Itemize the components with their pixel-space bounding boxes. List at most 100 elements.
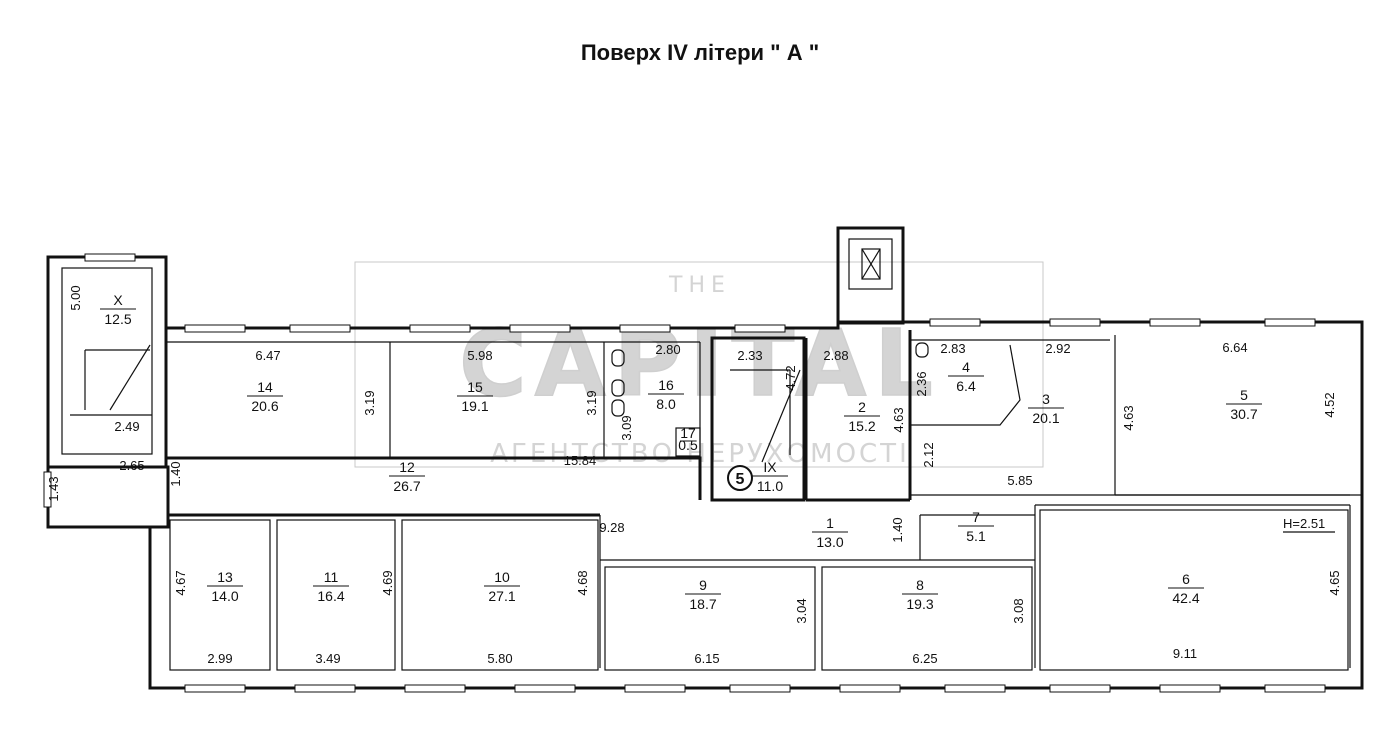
dimension-label: 4.69 [380, 570, 395, 595]
dimension-label: 4.52 [1322, 392, 1337, 417]
room-number: 13 [217, 569, 233, 585]
sanitary-fixtures [611, 342, 929, 417]
room-13: 13 14.0 [207, 569, 243, 604]
watermark-line1: THE [668, 273, 731, 298]
room-12: 12 26.7 [389, 459, 425, 494]
room-6: 642.4 [1168, 571, 1204, 606]
dimension-label: 2.99 [207, 651, 232, 666]
room-area: 26.7 [393, 478, 420, 494]
room-15: 15 19.1 [457, 379, 493, 414]
room-10: 10 27.1 [484, 569, 520, 604]
room-7: 75.1 [958, 509, 994, 544]
room-number: 15 [467, 379, 483, 395]
room-area: 14.0 [211, 588, 238, 604]
room-9: 918.7 [685, 577, 721, 612]
room-area: 11.0 [757, 478, 783, 494]
room-area: 15.2 [848, 418, 875, 434]
room-11: 11 16.4 [313, 569, 349, 604]
room-number: 3 [1042, 391, 1050, 407]
room-number: X [113, 292, 123, 308]
room-number: 1 [826, 515, 834, 531]
room-area: 13.0 [816, 534, 843, 550]
room-2: 215.2 [844, 399, 880, 434]
room-area: 12.5 [104, 311, 131, 327]
dimension-labels: 5.002.492.651.431.406.473.195.983.192.80… [46, 285, 1342, 666]
dimension-label: 2.92 [1045, 341, 1070, 356]
dimension-label: 4.67 [173, 570, 188, 595]
dimension-label: 2.33 [737, 348, 762, 363]
dimension-label: 3.19 [584, 390, 599, 415]
dimension-label: 3.19 [362, 390, 377, 415]
dimension-label: 2.88 [823, 348, 848, 363]
room-area: 27.1 [488, 588, 515, 604]
dimension-label: 5.98 [467, 348, 492, 363]
room-number: 16 [658, 377, 674, 393]
room-number: 10 [494, 569, 510, 585]
room-area: 16.4 [317, 588, 344, 604]
height-note-label: H=2.51 [1283, 516, 1325, 531]
dimension-label: 5.85 [1007, 473, 1032, 488]
room-number: 4 [962, 359, 970, 375]
dimension-label: 6.15 [694, 651, 719, 666]
room-area: 42.4 [1172, 590, 1199, 606]
room-14: 14 20.6 [247, 379, 283, 414]
dimension-label: 5.00 [68, 285, 83, 310]
dimension-label: 3.49 [315, 651, 340, 666]
room-labels: X12.51420.61519.1168.0170.5IX11.0215.246… [100, 292, 1262, 612]
room-area: 20.1 [1032, 410, 1059, 426]
dimension-label: 9.11 [1173, 646, 1197, 661]
dimension-label: 4.65 [1327, 570, 1342, 595]
room-number: 11 [324, 569, 339, 585]
room-area: 5.1 [966, 528, 986, 544]
room-number: 7 [972, 509, 980, 525]
room-area: 18.7 [689, 596, 716, 612]
room-number: 14 [257, 379, 273, 395]
room-number: 12 [399, 459, 415, 475]
dimension-label: 6.25 [912, 651, 937, 666]
room-number: 6 [1182, 571, 1190, 587]
room-area: 0.5 [678, 437, 698, 453]
windows [43, 253, 1326, 693]
room-1: 113.0 [812, 515, 848, 550]
dimension-label: 1.40 [890, 517, 905, 542]
dimension-label: 6.64 [1222, 340, 1247, 355]
stair-marker: 5 [727, 465, 753, 491]
room-4: 46.4 [948, 359, 984, 394]
room-number: 9 [699, 577, 707, 593]
watermark: THE CAPITAL АГЕНТСТВО НЕРУХОМОСТІ [354, 261, 1044, 469]
room-5: 530.7 [1226, 387, 1262, 422]
dimension-label: 2.49 [114, 419, 139, 434]
dimension-label: 3.08 [1011, 598, 1026, 623]
room-8: 819.3 [902, 577, 938, 612]
room-area: 19.1 [461, 398, 488, 414]
room-number: 8 [916, 577, 924, 593]
dimension-label: 5.80 [487, 651, 512, 666]
dimension-label: 3.04 [794, 598, 809, 623]
room-number: 2 [858, 399, 866, 415]
room-area: 30.7 [1230, 406, 1257, 422]
height-note: H=2.51 [1283, 516, 1335, 533]
stair-marker-label: 5 [736, 471, 745, 488]
room-17: 170.5 [678, 425, 698, 453]
room-16: 168.0 [648, 377, 684, 412]
room-x: X 12.5 [100, 292, 136, 327]
dimension-label: 2.80 [655, 342, 680, 357]
room-area: 6.4 [956, 378, 976, 394]
dimension-label: 2.36 [914, 371, 929, 396]
dimension-label: 4.63 [1121, 405, 1136, 430]
dimension-label: 2.12 [921, 442, 936, 467]
room-number: 5 [1240, 387, 1248, 403]
dimension-label: 9.28 [599, 520, 624, 535]
dimension-label: 1.43 [46, 476, 61, 501]
room-area: 19.3 [906, 596, 933, 612]
dimension-label: 4.72 [783, 365, 798, 390]
dimension-label: 2.83 [940, 341, 965, 356]
room-area: 20.6 [251, 398, 278, 414]
room-ix: IX 11.0 [752, 459, 788, 494]
dimension-label: 4.63 [891, 407, 906, 432]
room-number: IX [763, 459, 777, 475]
dimension-label: 3.09 [619, 415, 634, 440]
room-area: 8.0 [656, 396, 676, 412]
dimension-label: 6.47 [255, 348, 280, 363]
